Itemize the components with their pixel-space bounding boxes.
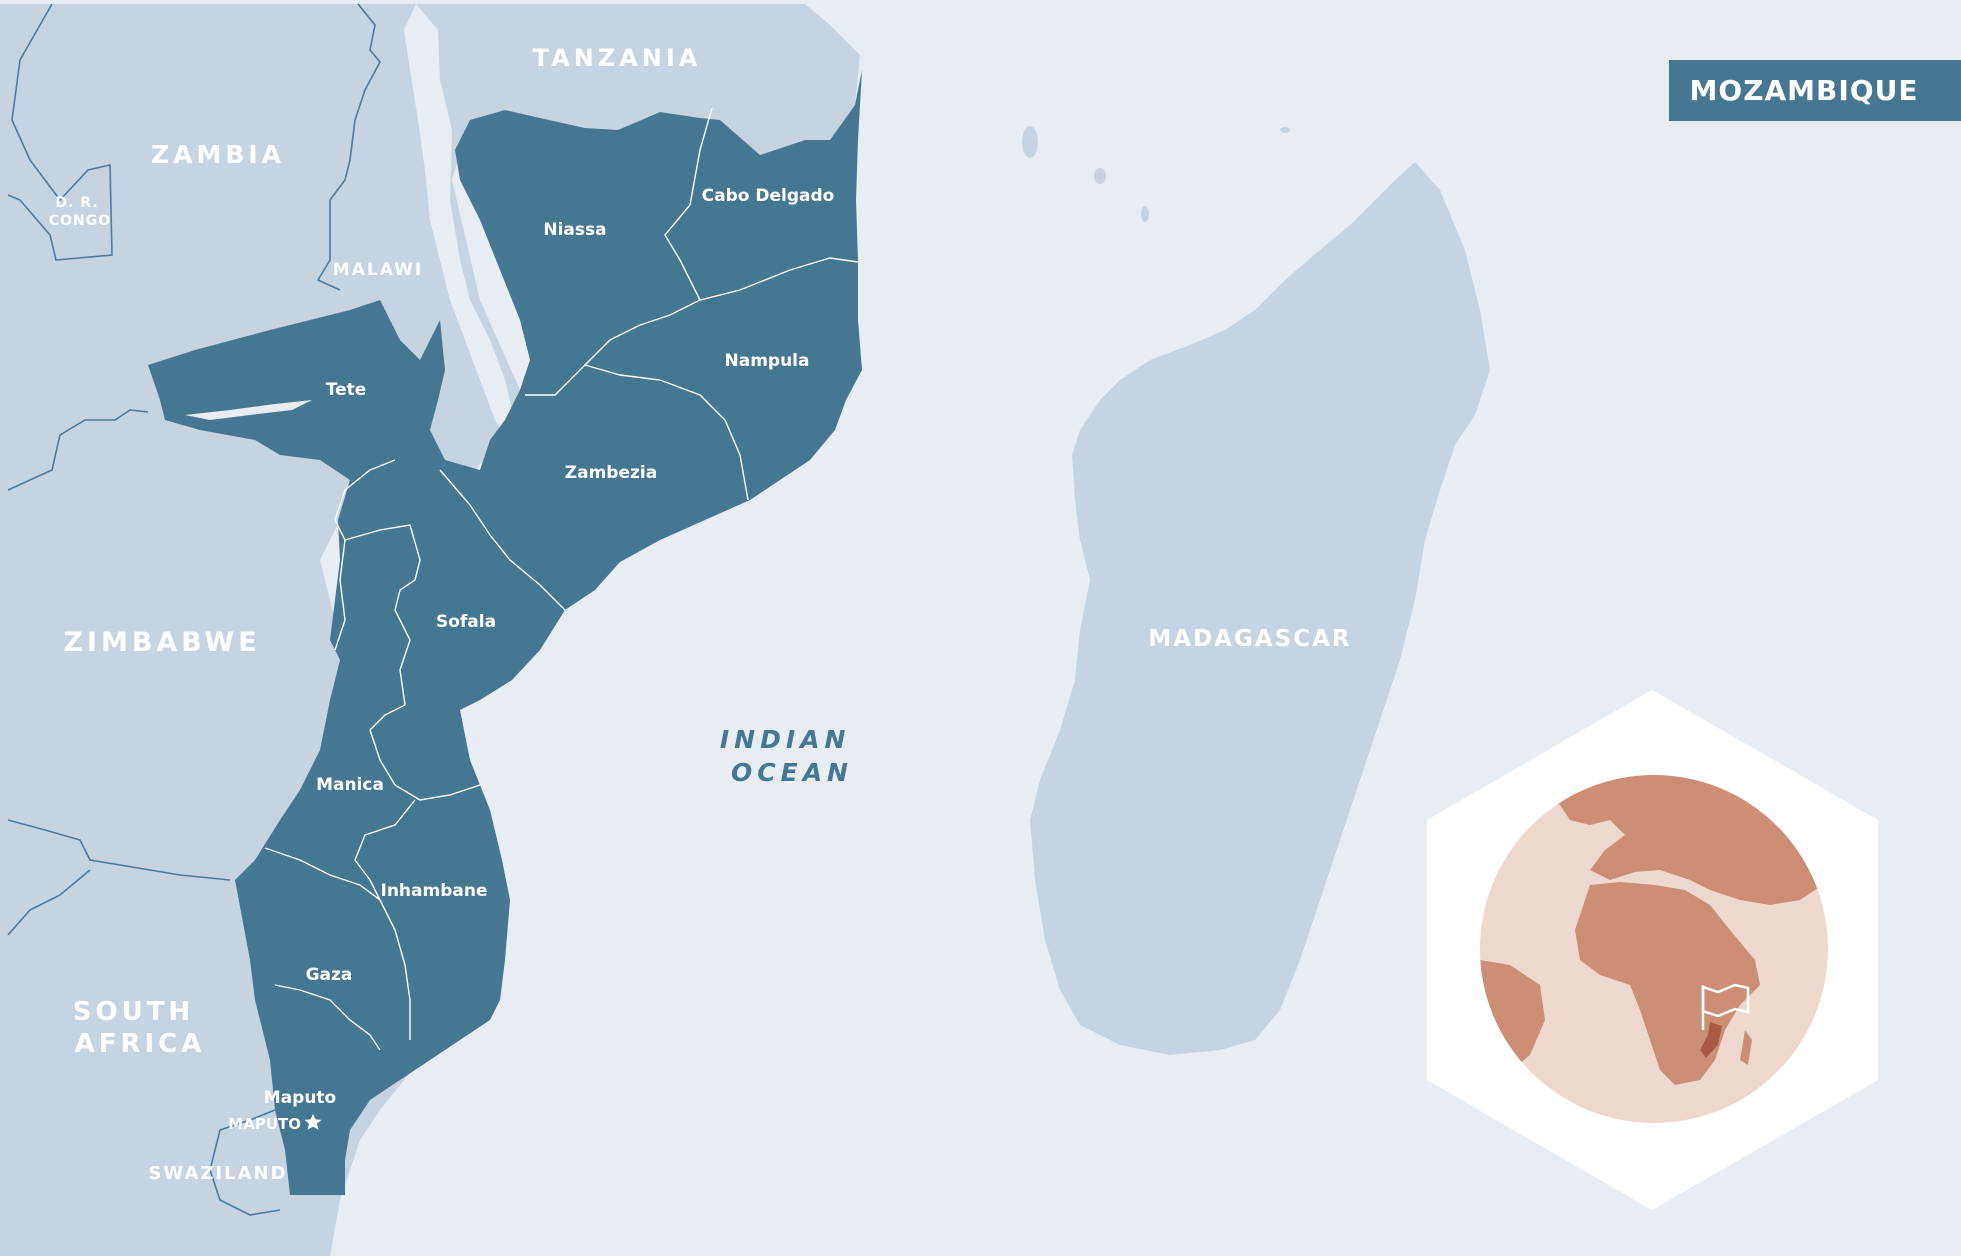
province-label: Maputo	[264, 1088, 336, 1108]
ocean-label: INDIAN OCEAN	[720, 725, 864, 787]
star-icon	[304, 1114, 322, 1130]
madagascar-label: MADAGASCAR	[1148, 626, 1351, 652]
lake-cahora-bassa	[185, 400, 312, 420]
islands	[1022, 126, 1290, 222]
south-africa-label: SOUTH AFRICA	[73, 997, 208, 1059]
country-borders	[7, 3, 381, 1216]
madagascar-land	[1030, 162, 1490, 1055]
title-banner-shape	[1669, 60, 1961, 121]
dr-congo-label: D. R. CONGO	[49, 195, 111, 229]
province-labels: Niassa Cabo Delgado Nampula Tete Zambezi…	[264, 186, 835, 1108]
province-label: Sofala	[436, 612, 496, 632]
page-title: MOZAMBIQUE	[1689, 74, 1919, 107]
locator-inset	[1427, 690, 1878, 1210]
swaziland-label: SWAZILAND	[148, 1163, 287, 1184]
globe-mozambique-highlight	[1700, 1022, 1722, 1058]
province-label: Tete	[326, 380, 367, 400]
mozambique-land	[148, 70, 862, 1195]
province-label: Zambezia	[565, 463, 657, 483]
zimbabwe-label: ZIMBABWE	[63, 627, 260, 658]
province-label: Manica	[316, 775, 384, 795]
province-label: Gaza	[306, 965, 353, 985]
province-label: Inhambane	[381, 881, 488, 901]
province-label: Nampula	[725, 351, 810, 371]
tanzania-label: TANZANIA	[533, 44, 702, 72]
lake-malawi	[404, 4, 512, 435]
flag-icon	[1701, 983, 1750, 1030]
mainland-neighbours	[0, 4, 860, 1256]
province-label: Cabo Delgado	[702, 186, 835, 206]
zambia-label: ZAMBIA	[151, 140, 285, 169]
capital-label: MAPUTO	[228, 1115, 301, 1133]
country-labels: ZAMBIA D. R. CONGO TANZANIA MALAWI ZIMBA…	[49, 44, 1351, 1184]
province-borders	[264, 107, 859, 1051]
title-banner: MOZAMBIQUE	[1669, 60, 1961, 121]
malawi-label: MALAWI	[333, 260, 423, 280]
capital-marker: MAPUTO	[228, 1114, 322, 1133]
province-label: Niassa	[543, 220, 606, 240]
